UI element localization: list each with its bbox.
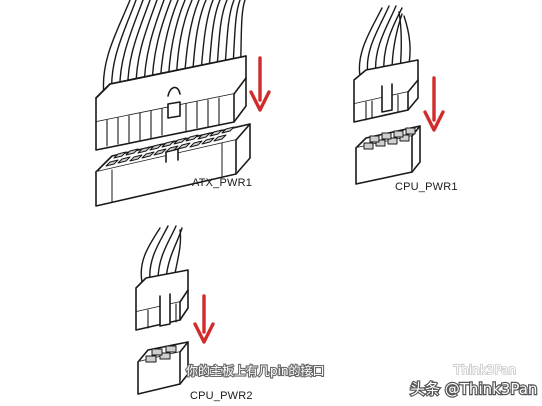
cpu2-cable-assembly: [135, 225, 189, 395]
atx-pin-grid: [105, 126, 235, 167]
video-subtitle: 你的主板上有几pin的接口: [186, 363, 325, 378]
down-arrow-icon: [423, 76, 445, 132]
cpu1-plug: [353, 59, 419, 123]
faint-watermark: Think3Pan: [453, 363, 516, 377]
cpu1-header: [355, 125, 421, 185]
cpu-pwr1-label: CPU_PWR1: [395, 181, 458, 193]
down-arrow-icon: [249, 56, 271, 112]
brand-watermark: 头条 @Think3Pan: [410, 380, 537, 398]
cpu1-cable-assembly: [353, 5, 421, 185]
cpu-pwr2-label: CPU_PWR2: [190, 390, 253, 402]
cpu2-plug: [135, 269, 189, 331]
atx-header: [95, 123, 251, 207]
cpu2-header: [137, 341, 189, 395]
atx-cable-assembly: [95, 0, 251, 207]
atx-plug: [95, 55, 247, 151]
down-arrow-icon: [193, 294, 215, 344]
atx-pwr1-label: ATX_PWR1: [192, 177, 252, 189]
